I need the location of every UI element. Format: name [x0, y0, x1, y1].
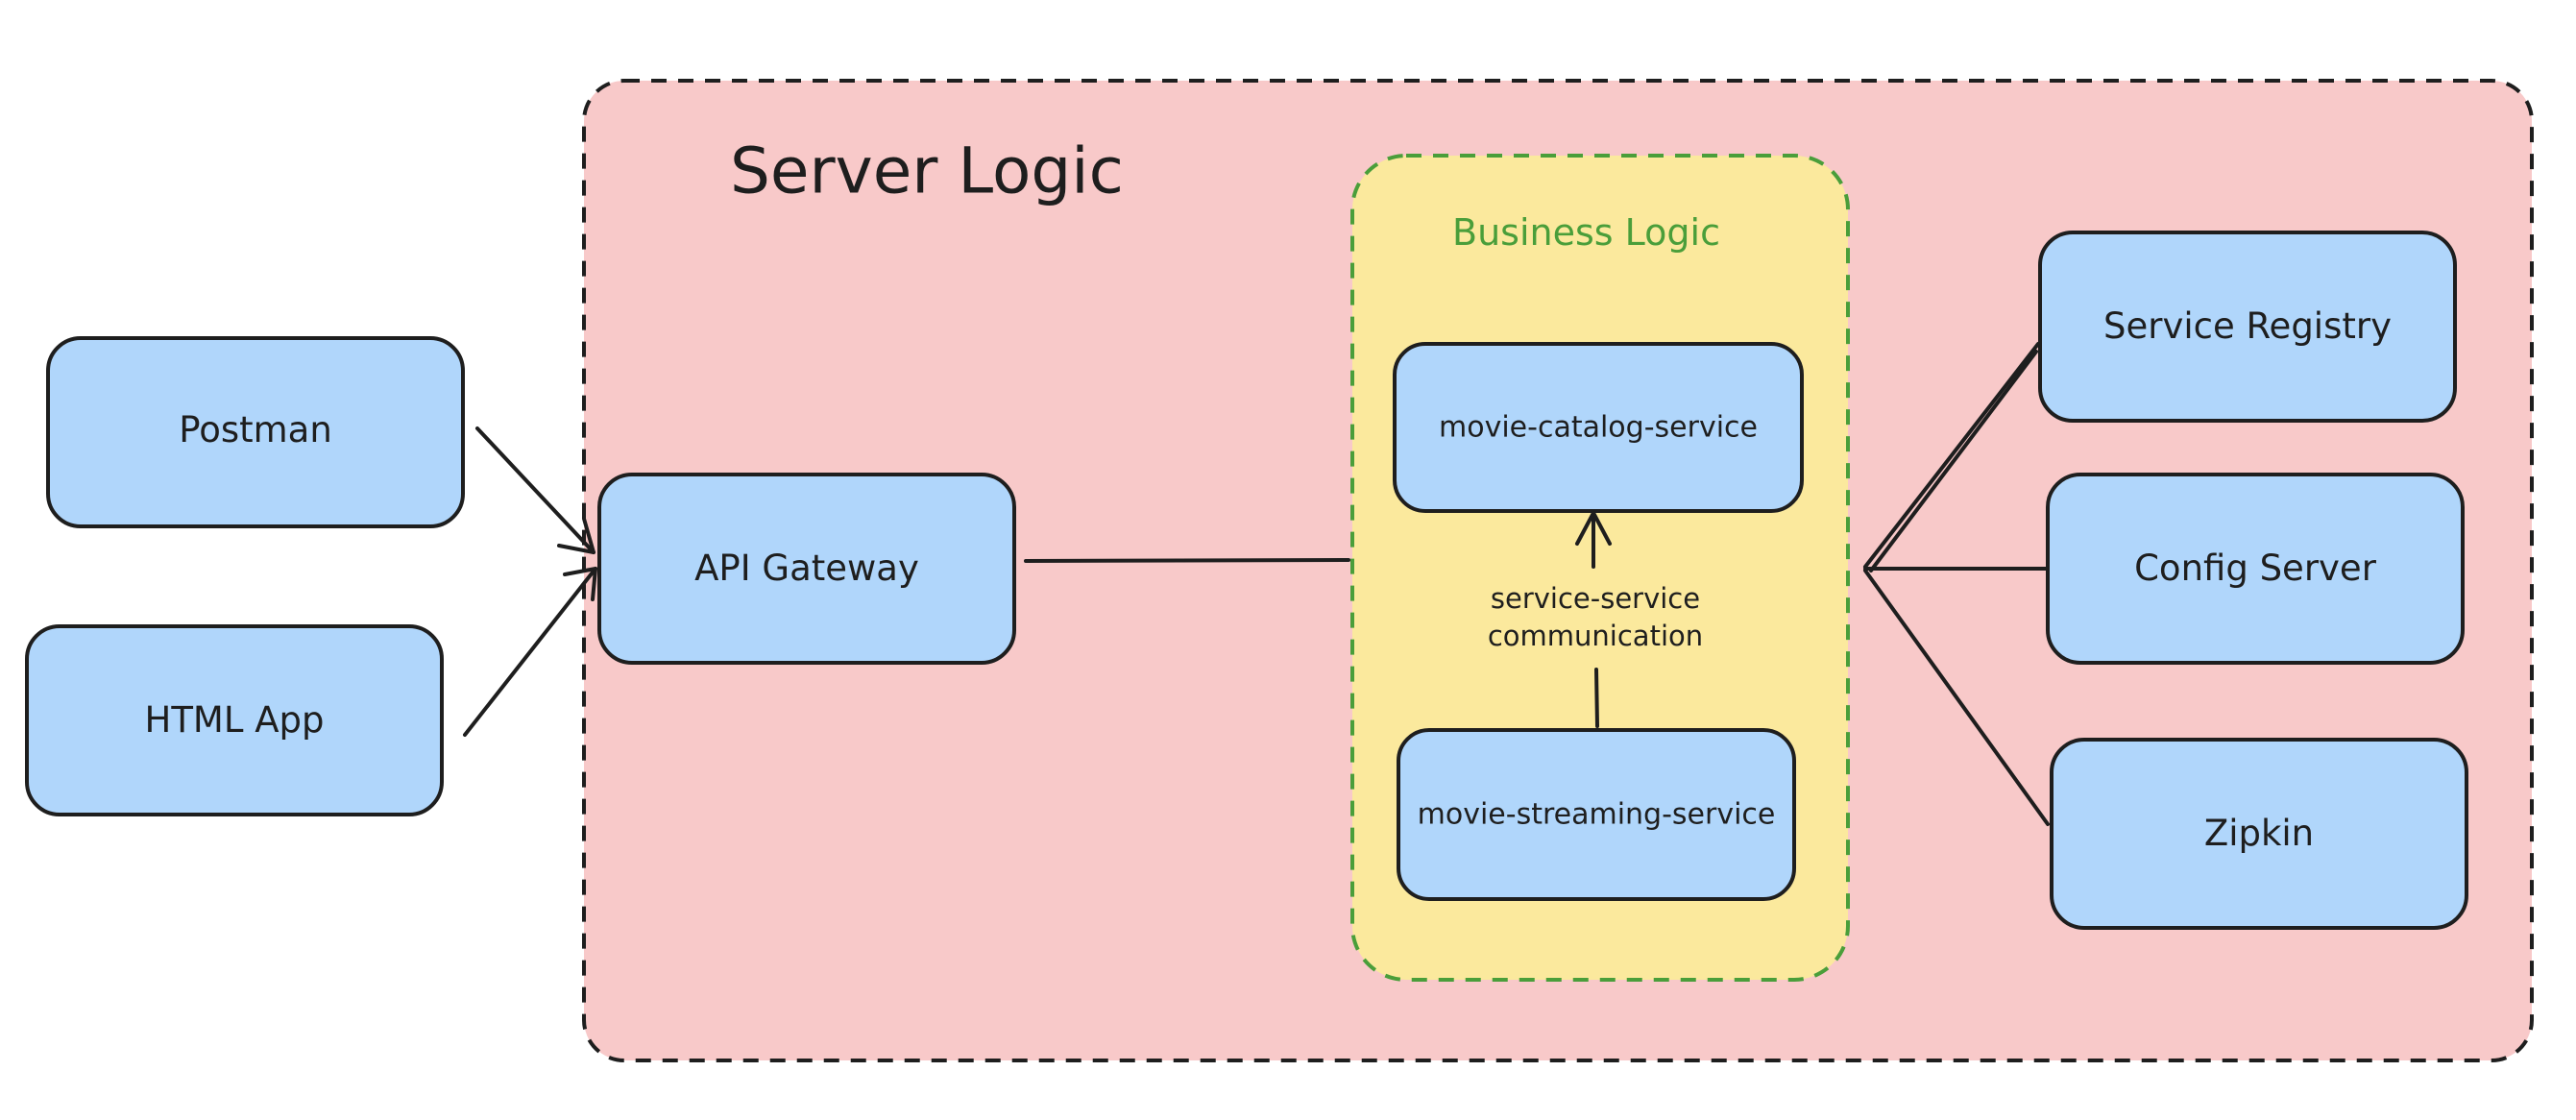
movie-streaming-service-label: movie-streaming-service — [1417, 797, 1776, 832]
business-logic-title: Business Logic — [1452, 211, 1720, 254]
movie-catalog-service-label: movie-catalog-service — [1439, 410, 1758, 445]
html-app-to-gateway-connector — [463, 567, 597, 737]
api-gateway-label: API Gateway — [694, 547, 919, 589]
gateway-to-business-logic-connector — [1024, 558, 1350, 563]
html-app-arrowhead — [563, 567, 597, 601]
postman-to-gateway-connector — [475, 426, 595, 554]
html-app-label: HTML App — [144, 698, 325, 741]
business-to-registry-connector-stroke2 — [1869, 350, 2038, 572]
postman-label: Postman — [179, 408, 332, 450]
business-to-registry-connector — [1863, 342, 2040, 569]
service-registry-node — [2038, 231, 2457, 423]
movie-streaming-service-node — [1397, 728, 1796, 901]
zipkin-node — [2050, 738, 2468, 930]
movie-catalog-service-node — [1393, 342, 1804, 513]
config-server-label: Config Server — [2134, 547, 2376, 589]
streaming-to-catalog-connector-lower — [1594, 668, 1599, 728]
api-gateway-node — [597, 473, 1016, 665]
service-registry-label: Service Registry — [2103, 304, 2392, 347]
zipkin-label: Zipkin — [2203, 812, 2315, 854]
postman-node — [46, 336, 465, 528]
business-to-zipkin-connector — [1863, 569, 2050, 826]
service-communication-label: service-service communication — [1487, 581, 1704, 652]
config-server-node — [2046, 473, 2465, 665]
postman-arrowhead — [557, 517, 595, 554]
server-logic-title: Server Logic — [730, 134, 1124, 208]
html-app-node — [25, 624, 444, 816]
